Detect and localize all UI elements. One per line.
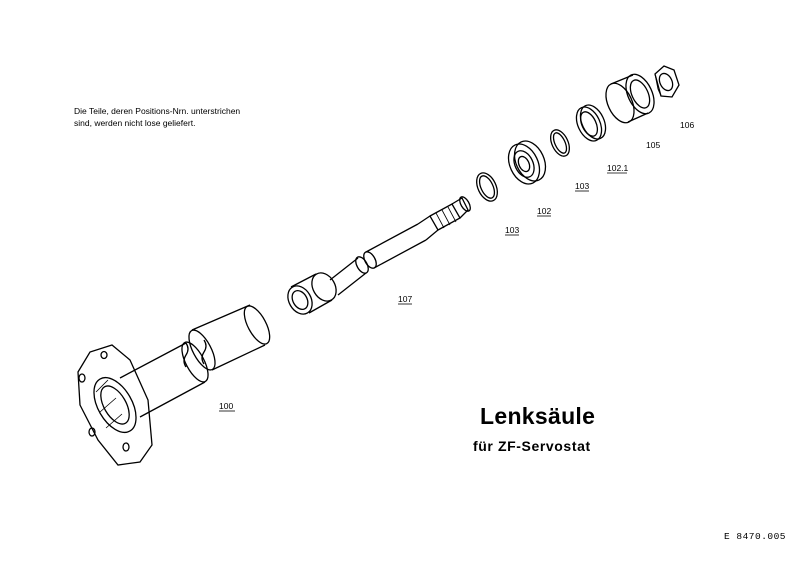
assembly-note: Die Teile, deren Positions-Nrn. unterstr…	[74, 105, 304, 129]
label-106: 106	[680, 120, 694, 130]
position-labels: 100 107 103 102 103 102.1 105 106	[219, 120, 694, 412]
note-line-1: Die Teile, deren Positions-Nrn. unterstr…	[74, 106, 241, 116]
document-number: E 8470.005	[724, 531, 787, 542]
label-103-a: 103	[505, 225, 519, 235]
part-103-circlip-b	[549, 129, 571, 157]
part-102-1-seal-ring	[575, 104, 607, 142]
label-107: 107	[398, 294, 412, 304]
label-102: 102	[537, 206, 551, 216]
part-103-circlip-a	[476, 172, 498, 202]
drawing-title: Lenksäule	[480, 403, 596, 429]
label-103-b: 103	[575, 181, 589, 191]
label-102-1: 102.1	[607, 163, 629, 173]
note-line-2: sind, werden nicht lose geliefert.	[74, 118, 196, 128]
label-100: 100	[219, 401, 233, 411]
label-105: 105	[646, 140, 660, 150]
part-100-column-tube	[77, 304, 271, 466]
part-105-sleeve	[605, 73, 655, 124]
part-106-nut	[654, 65, 680, 98]
drawing-subtitle: für ZF-Servostat	[473, 438, 591, 454]
part-102-ball-bearing	[507, 140, 547, 185]
part-107-steering-shaft	[287, 196, 471, 315]
